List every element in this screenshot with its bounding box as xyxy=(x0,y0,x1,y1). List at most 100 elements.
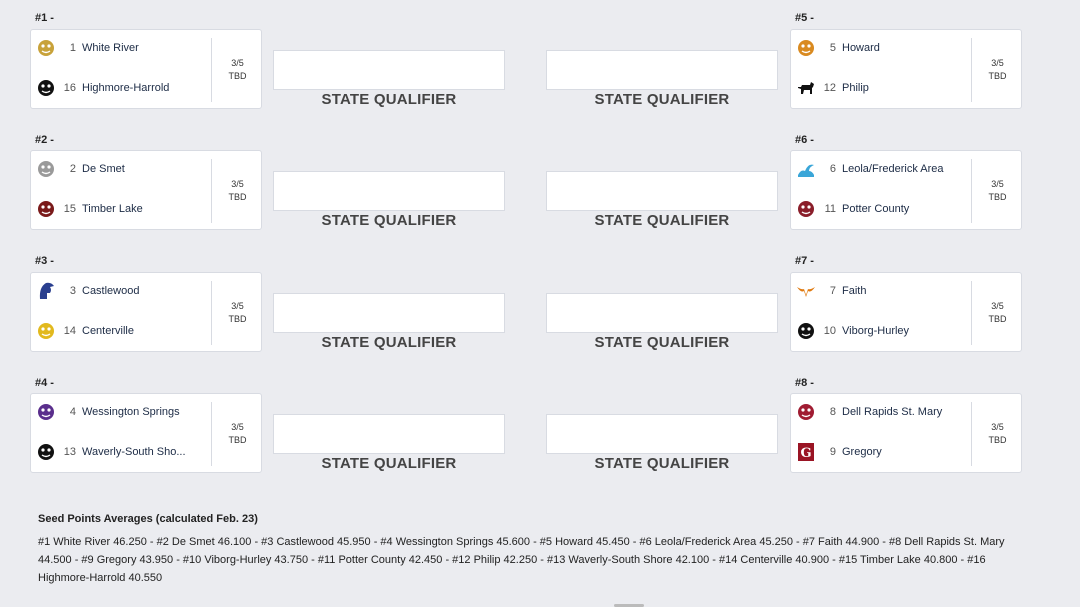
team-name[interactable]: Waverly-South Sho... xyxy=(82,445,186,458)
card-divider xyxy=(211,38,212,102)
game-date: 3/5 xyxy=(991,179,1004,189)
game-time: TBD xyxy=(228,435,247,445)
team-seed: 10 xyxy=(823,325,836,337)
game-label: #5 - xyxy=(795,12,814,24)
team-seed: 4 xyxy=(69,406,76,418)
game-time: TBD xyxy=(228,71,247,81)
team-seed: 12 xyxy=(823,82,836,94)
winner-slot xyxy=(273,171,505,211)
game-label: #7 - xyxy=(795,255,814,267)
team-seed: 8 xyxy=(829,406,836,418)
team-seed: 5 xyxy=(829,42,836,54)
team-row[interactable]: 3 Castlewood xyxy=(31,273,211,309)
spartan-logo-icon xyxy=(36,402,56,422)
game-time: TBD xyxy=(988,314,1007,324)
team-seed: 9 xyxy=(829,446,836,458)
state-qualifier-label: STATE QUALIFIER xyxy=(321,91,457,108)
team-row[interactable]: 15 Timber Lake xyxy=(31,191,211,227)
card-divider xyxy=(971,402,972,466)
game-time: TBD xyxy=(228,192,247,202)
team-name[interactable]: Dell Rapids St. Mary xyxy=(842,405,943,418)
scottie-logo-icon xyxy=(796,78,816,98)
team-name[interactable]: Potter County xyxy=(842,202,910,215)
state-qualifier-label: STATE QUALIFIER xyxy=(594,455,730,472)
team-name[interactable]: Timber Lake xyxy=(82,202,143,215)
team-row[interactable]: G 9 Gregory xyxy=(791,434,971,470)
game-time: TBD xyxy=(988,71,1007,81)
game-date: 3/5 xyxy=(231,58,244,68)
team-row[interactable]: 16 Highmore-Harrold xyxy=(31,70,211,106)
team-name[interactable]: Highmore-Harrold xyxy=(82,81,170,94)
letter-g-logo-icon: G xyxy=(796,442,816,462)
game-date: 3/5 xyxy=(991,301,1004,311)
team-row[interactable]: 14 Centerville xyxy=(31,313,211,349)
winner-slot xyxy=(546,414,778,454)
matchup-card[interactable]: 4 Wessington Springs 13 Waverly-South Sho..… xyxy=(30,393,262,473)
team-name[interactable]: De Smet xyxy=(82,162,125,175)
bulldog-logo-icon xyxy=(36,159,56,179)
state-qualifier-label: STATE QUALIFIER xyxy=(594,91,730,108)
team-row[interactable]: 10 Viborg-Hurley xyxy=(791,313,971,349)
team-seed: 13 xyxy=(63,446,76,458)
card-divider xyxy=(211,402,212,466)
team-name[interactable]: Faith xyxy=(842,284,867,297)
team-seed: 16 xyxy=(63,82,76,94)
team-row[interactable]: 13 Waverly-South Sho... xyxy=(31,434,211,470)
team-row[interactable]: 4 Wessington Springs xyxy=(31,394,211,430)
team-name[interactable]: Leola/Frederick Area xyxy=(842,162,944,175)
team-row[interactable]: 6 Leola/Frederick Area xyxy=(791,151,971,187)
team-name[interactable]: Gregory xyxy=(842,445,882,458)
card-divider xyxy=(971,159,972,223)
team-name[interactable]: Howard xyxy=(842,41,880,54)
game-date: 3/5 xyxy=(991,422,1004,432)
state-qualifier-label: STATE QUALIFIER xyxy=(594,334,730,351)
team-row[interactable]: 5 Howard xyxy=(791,30,971,66)
game-label: #6 - xyxy=(795,134,814,146)
team-row[interactable]: 2 De Smet xyxy=(31,151,211,187)
game-label: #8 - xyxy=(795,377,814,389)
game-time: TBD xyxy=(988,192,1007,202)
card-divider xyxy=(971,38,972,102)
wolf-logo-icon xyxy=(36,442,56,462)
team-name[interactable]: Viborg-Hurley xyxy=(842,324,910,337)
seed-points-title: Seed Points Averages (calculated Feb. 23… xyxy=(38,513,258,525)
card-divider xyxy=(971,281,972,345)
team-seed: 3 xyxy=(69,285,76,297)
panther-logo-icon xyxy=(36,199,56,219)
seed-points-text: #1 White River 46.250 - #2 De Smet 46.10… xyxy=(38,536,1005,584)
team-name[interactable]: White River xyxy=(82,41,139,54)
team-row[interactable]: 8 Dell Rapids St. Mary xyxy=(791,394,971,430)
winner-slot xyxy=(273,414,505,454)
state-qualifier-label: STATE QUALIFIER xyxy=(321,212,457,229)
game-date: 3/5 xyxy=(231,422,244,432)
eagle-logo-icon xyxy=(796,199,816,219)
team-seed: 2 xyxy=(69,163,76,175)
game-label: #2 - xyxy=(35,134,54,146)
team-seed: 14 xyxy=(63,325,76,337)
team-name[interactable]: Philip xyxy=(842,81,869,94)
team-name[interactable]: Wessington Springs xyxy=(82,405,180,418)
team-seed: 15 xyxy=(63,203,76,215)
team-row[interactable]: 12 Philip xyxy=(791,70,971,106)
team-name[interactable]: Castlewood xyxy=(82,284,140,297)
game-date: 3/5 xyxy=(231,301,244,311)
seed-points-section: Seed Points Averages (calculated Feb. 23… xyxy=(38,513,1028,587)
team-seed: 6 xyxy=(829,163,836,175)
scroll-indicator[interactable] xyxy=(614,604,644,607)
team-name[interactable]: Centerville xyxy=(82,324,134,337)
